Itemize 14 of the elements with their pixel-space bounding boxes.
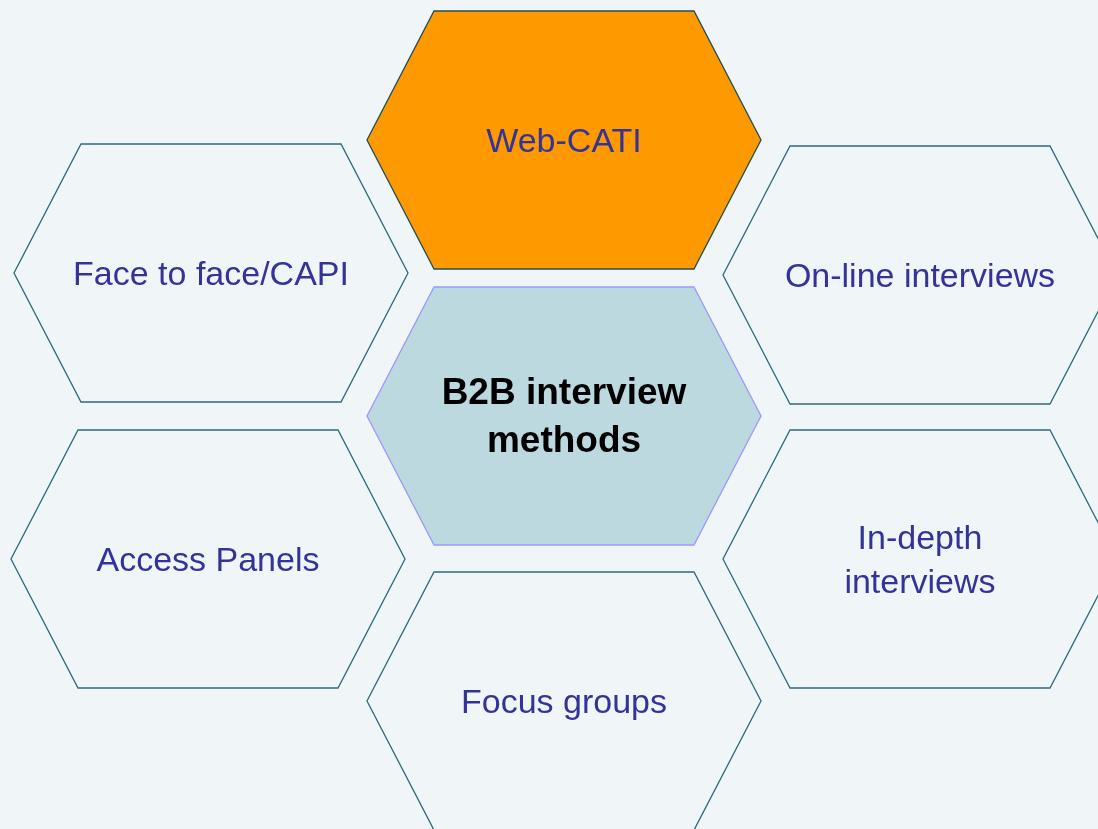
node-label: B2B interview methods — [440, 369, 688, 462]
hexagon-node — [366, 286, 762, 546]
hexagon-node — [722, 429, 1098, 689]
node-label: Focus groups — [461, 680, 667, 722]
node-label: Access Panels — [96, 538, 320, 580]
hexagon-node — [13, 143, 409, 403]
hexagon-node — [722, 145, 1098, 405]
node-label: In-depth interviews — [843, 516, 997, 602]
node-label: On-line interviews — [784, 254, 1056, 296]
node-label: Web-CATI — [486, 119, 642, 161]
node-label: Face to face/CAPI — [73, 252, 349, 294]
hexagon-node — [10, 429, 406, 689]
hexagon-node — [366, 10, 762, 270]
hexagon-node — [366, 571, 762, 829]
